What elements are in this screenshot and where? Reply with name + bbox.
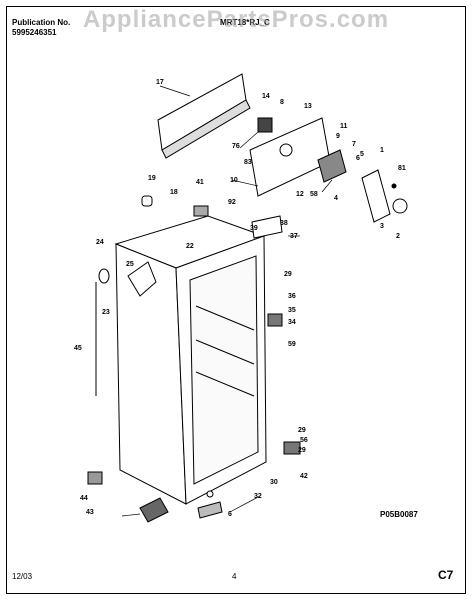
plug-part [141, 195, 153, 207]
cabinet-interior [189, 255, 259, 485]
knob-part [392, 198, 408, 214]
part-callout-43: 43 [86, 509, 94, 516]
leader-line [231, 179, 259, 187]
watermark: AppliancePartsPros.com [82, 6, 390, 33]
part-callout-17: 17 [156, 79, 164, 86]
part-callout-29: 29 [298, 427, 306, 434]
part-callout-42: 42 [300, 473, 308, 480]
part-callout-1: 1 [380, 147, 384, 154]
part-callout-9: 9 [336, 133, 340, 140]
part-callout-92: 92 [228, 199, 236, 206]
part-callout-13: 13 [304, 103, 312, 110]
part-callout-22: 22 [186, 243, 194, 250]
part-callout-6: 6 [356, 155, 360, 162]
part-callout-30: 30 [270, 479, 278, 486]
bottom-hinge-part [283, 441, 301, 455]
part-callout-14: 14 [262, 93, 270, 100]
leader-line [229, 495, 261, 513]
part-callout-19: 19 [148, 175, 156, 182]
footer-section: C7 [438, 568, 454, 582]
part-callout-29: 29 [298, 447, 306, 454]
part-callout-36: 36 [288, 293, 296, 300]
part-callout-37: 37 [290, 233, 298, 240]
part-callout-29: 29 [284, 271, 292, 278]
hinge-part [251, 215, 283, 239]
leader-line [121, 513, 141, 517]
page-border [6, 6, 466, 594]
part-callout-34: 34 [288, 319, 296, 326]
part-callout-24: 24 [96, 239, 104, 246]
shelf-support [195, 371, 255, 397]
screw-part [391, 183, 397, 189]
part-callout-7: 7 [352, 141, 356, 148]
diagram-code: P05B0087 [380, 510, 418, 519]
part-callout-2: 2 [396, 233, 400, 240]
part-callout-6: 6 [228, 511, 232, 518]
part-callout-25: 25 [126, 261, 134, 268]
part-callout-38: 38 [280, 220, 288, 227]
part-callout-44: 44 [80, 495, 88, 502]
part-callout-12: 12 [296, 191, 304, 198]
top-cover-lip [161, 99, 251, 159]
part-callout-5: 5 [360, 151, 364, 158]
shelf-support [195, 339, 255, 365]
bracket-part [257, 117, 273, 133]
leader-line [321, 179, 333, 193]
publication-number: 5995246351 [12, 28, 57, 37]
part-callout-58: 58 [310, 191, 318, 198]
model-number: MRT18*RJ_C [220, 18, 270, 27]
part-callout-35: 35 [288, 307, 296, 314]
panel-hole [279, 143, 293, 157]
part-callout-45: 45 [74, 345, 82, 352]
part-callout-76: 76 [232, 143, 240, 150]
part-callout-8: 8 [280, 99, 284, 106]
hinge-top-part [193, 205, 209, 217]
part-callout-32: 32 [254, 493, 262, 500]
footer-date: 12/03 [12, 572, 33, 581]
knob-housing-part [361, 169, 391, 223]
cabinet-label-part [127, 261, 157, 297]
shelf-support [195, 305, 255, 331]
leader-line [159, 85, 191, 97]
thermostat-part [317, 149, 347, 183]
publication-header: Publication No. 5995246351 [12, 18, 70, 38]
washer-part [206, 490, 214, 498]
publication-label: Publication No. [12, 18, 71, 27]
leveler-part [87, 471, 103, 485]
part-callout-4: 4 [334, 195, 338, 202]
part-callout-10: 10 [230, 177, 238, 184]
kickplate-part [197, 501, 223, 519]
grille-part [139, 497, 169, 523]
callout-layer: 1714813768311975181610584321918411292383… [74, 79, 406, 518]
part-callout-59: 59 [288, 341, 296, 348]
part-callout-41: 41 [196, 179, 204, 186]
center-hinge-part [267, 313, 283, 327]
part-callout-39: 39 [250, 225, 258, 232]
leader-line [239, 131, 259, 149]
part-callout-23: 23 [102, 309, 110, 316]
footer-page-number: 4 [232, 572, 237, 581]
part-callout-11: 11 [340, 123, 348, 130]
part-callout-3: 3 [380, 223, 384, 230]
part-callout-81: 81 [398, 165, 406, 172]
drain-part [98, 268, 110, 284]
part-callout-56: 56 [300, 437, 308, 444]
part-callout-18: 18 [170, 189, 178, 196]
part-callout-83: 83 [244, 159, 252, 166]
